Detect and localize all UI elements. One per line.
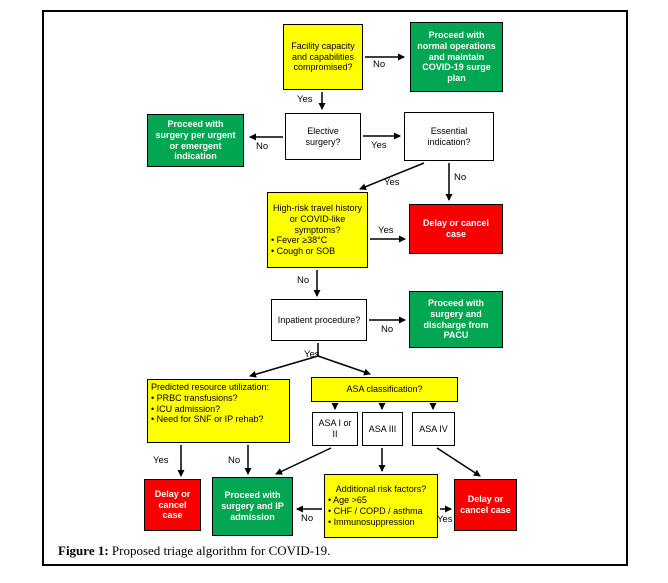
edge-label-yes: Yes	[304, 349, 320, 360]
node-predicted-resource-utilization: Predicted resource utilization: • PRBC t…	[147, 379, 290, 443]
edge-label-no: No	[228, 455, 241, 466]
node-asa-4: ASA IV	[412, 412, 455, 446]
edge-label-no: No	[297, 275, 310, 286]
node-bullet: • PRBC transfusions?	[151, 392, 238, 403]
edge-label-no: No	[373, 59, 386, 70]
edge-label-no: No	[301, 513, 314, 524]
edge-label-no: No	[454, 172, 467, 183]
node-title: Predicted resource utilization:	[151, 382, 270, 392]
node-proceed-normal-operations: Proceed with normal operations and maint…	[410, 22, 503, 92]
node-title: Additional risk factors?	[335, 484, 427, 495]
edge-label-yes: Yes	[437, 514, 453, 525]
node-asa-classification: ASA classification?	[311, 377, 458, 402]
node-delay-or-cancel-left: Delay or cancel case	[144, 479, 201, 531]
figure-caption: Figure 1: Proposed triage algorithm for …	[58, 543, 330, 559]
edge-label-yes: Yes	[297, 94, 313, 105]
node-bullet: • Need for SNF or IP rehab?	[151, 414, 264, 425]
node-proceed-discharge-pacu: Proceed with surgery and discharge from …	[409, 291, 503, 348]
figure-caption-text: Proposed triage algorithm for COVID-19.	[108, 543, 331, 558]
node-proceed-urgent-indication: Proceed with surgery per urgent or emerg…	[147, 114, 244, 167]
edge-label-no: No	[381, 324, 394, 335]
node-high-risk-symptoms: High-risk travel history or COVID-like s…	[267, 192, 368, 268]
edge-label-yes: Yes	[378, 225, 394, 236]
node-proceed-ip-admission: Proceed with surgery and IP admission	[212, 477, 293, 536]
edge-label-yes: Yes	[384, 177, 400, 188]
node-essential-indication: Essential indication?	[404, 112, 494, 161]
node-bullet: • Immunosuppression	[328, 516, 415, 527]
figure-frame	[42, 10, 628, 566]
node-delay-or-cancel-right: Delay or cancel case	[454, 479, 517, 531]
node-bullet: • ICU admission?	[151, 403, 221, 414]
edge-label-no: No	[256, 141, 269, 152]
edge-label-yes: Yes	[371, 140, 387, 151]
node-delay-or-cancel-top: Delay or cancel case	[409, 204, 503, 254]
node-asa-1-or-2: ASA I or II	[312, 412, 358, 446]
node-inpatient-procedure: Inpatient procedure?	[271, 299, 367, 341]
node-bullet: • Age >65	[328, 495, 367, 506]
node-bullet: • CHF / COPD / asthma	[328, 506, 423, 516]
figure-caption-label: Figure 1:	[58, 543, 109, 558]
node-elective-surgery: Elective surgery?	[285, 113, 361, 160]
node-bullet: • Cough or SOB	[271, 246, 336, 257]
node-additional-risk-factors: Additional risk factors? • Age >65 • CHF…	[324, 474, 438, 538]
node-asa-3: ASA III	[362, 412, 403, 446]
edge-label-yes: Yes	[153, 455, 169, 466]
node-facility-capacity: Facility capacity and capabilities compr…	[283, 24, 363, 90]
node-title: High-risk travel history or COVID-like s…	[272, 203, 363, 235]
node-bullet: • Fever ≥38°C	[271, 235, 328, 246]
